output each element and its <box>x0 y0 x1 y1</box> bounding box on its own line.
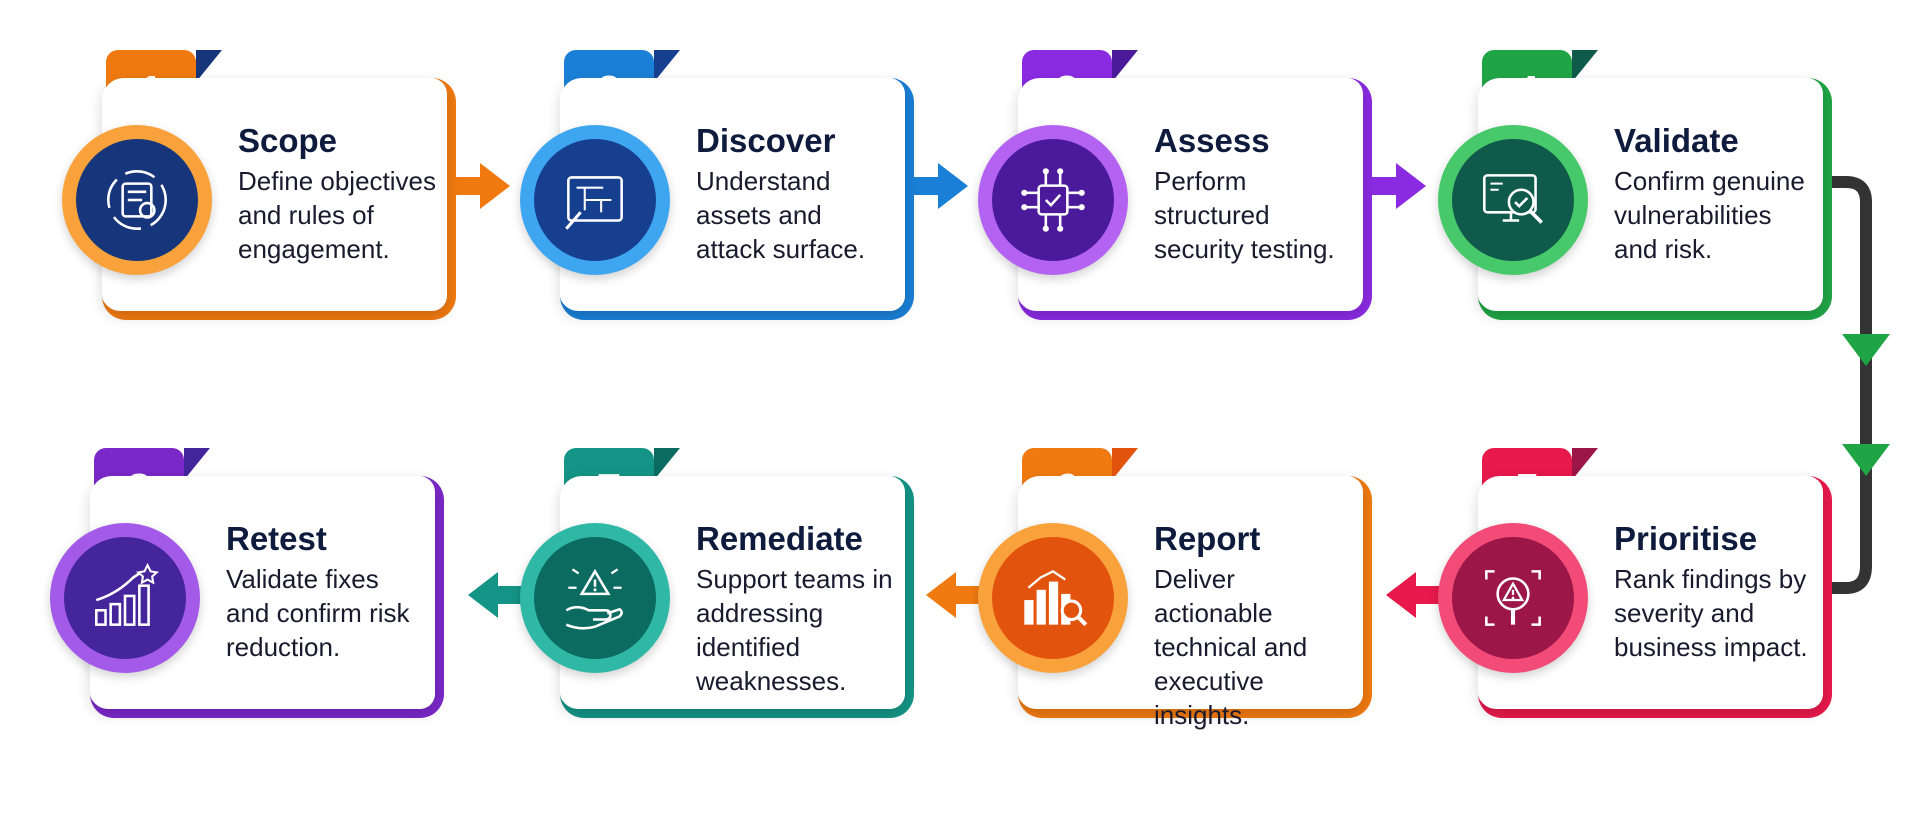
icon-ring <box>978 523 1128 673</box>
icon-badge <box>64 537 186 659</box>
arrow-3-to-4 <box>1366 163 1426 209</box>
step-discover: 2 Discover Understand assets and attack … <box>520 50 920 330</box>
arrow-2-to-3 <box>908 163 968 209</box>
step-prioritise: 5 Prioritise Rank findings by severity a… <box>1438 448 1838 728</box>
icon-badge <box>1452 537 1574 659</box>
arrow-7-to-8 <box>468 572 528 618</box>
icon-ring <box>978 125 1128 275</box>
tab-fold <box>184 448 210 480</box>
icon-ring <box>50 523 200 673</box>
icon-badge <box>992 537 1114 659</box>
step-remediate: 7 Remediate Support teams in addressing … <box>520 448 920 728</box>
arrow-1-to-2 <box>450 163 510 209</box>
connector-4-to-5 <box>1824 176 1890 594</box>
step-scope: 1 Scope Define objectives and rules of e… <box>62 50 462 330</box>
step-description: Perform structured security testing. <box>1154 166 1335 264</box>
step-title: Remediate <box>696 520 863 557</box>
step-description: Understand assets and attack surface. <box>696 166 866 264</box>
tab-fold <box>1112 50 1138 82</box>
icon-ring <box>1438 125 1588 275</box>
icon-badge <box>992 139 1114 261</box>
arrow-5-to-6 <box>1386 572 1446 618</box>
icon-badge <box>76 139 198 261</box>
icon-badge <box>534 537 656 659</box>
tab-fold <box>654 448 680 480</box>
step-title: Report <box>1154 520 1261 557</box>
icon-badge <box>534 139 656 261</box>
tab-fold <box>1112 448 1138 480</box>
step-description: Support teams in addressing identified w… <box>696 564 893 696</box>
tab-fold <box>654 50 680 82</box>
hand-warning-icon <box>565 568 623 630</box>
icon-ring <box>62 125 212 275</box>
step-title: Assess <box>1154 122 1270 159</box>
tab-fold <box>196 50 222 82</box>
chip-icon <box>1021 168 1085 232</box>
step-description: Rank findings by severity and business i… <box>1614 564 1808 662</box>
step-description: Confirm genuine vulnerabilities and risk… <box>1614 166 1805 264</box>
step-assess: 3 Assess Perform structured security tes… <box>978 50 1378 330</box>
icon-badge <box>1452 139 1574 261</box>
bar-chart-magnifier-icon <box>1024 570 1088 627</box>
arrow-6-to-7 <box>926 572 986 618</box>
target-gear-icon <box>107 170 167 230</box>
step-description: Validate fixes and confirm risk reductio… <box>226 564 410 662</box>
step-retest: 8 Retest Validate fixes and confirm risk… <box>50 448 450 728</box>
icon-ring <box>520 523 670 673</box>
monitor-magnifier-icon <box>1483 174 1543 224</box>
blueprint-icon <box>565 176 623 230</box>
tab-fold <box>1572 448 1598 480</box>
icon-ring <box>520 125 670 275</box>
step-title: Discover <box>696 122 836 159</box>
step-title: Retest <box>226 520 327 557</box>
tab-fold <box>1572 50 1598 82</box>
step-title: Prioritise <box>1614 520 1758 557</box>
icon-ring <box>1438 523 1588 673</box>
step-validate: 4 Validate Confirm genuine vulnerabiliti… <box>1438 50 1838 330</box>
step-title: Validate <box>1614 122 1739 159</box>
warning-magnifier-icon <box>1485 570 1541 626</box>
step-report: 6 Report Deliver actionable technical an… <box>978 448 1378 730</box>
step-description: Define objectives and rules of engagemen… <box>238 166 436 264</box>
growth-chart-star-icon <box>95 562 160 626</box>
step-title: Scope <box>238 122 338 159</box>
step-description: Deliver actionable technical and executi… <box>1154 564 1308 730</box>
